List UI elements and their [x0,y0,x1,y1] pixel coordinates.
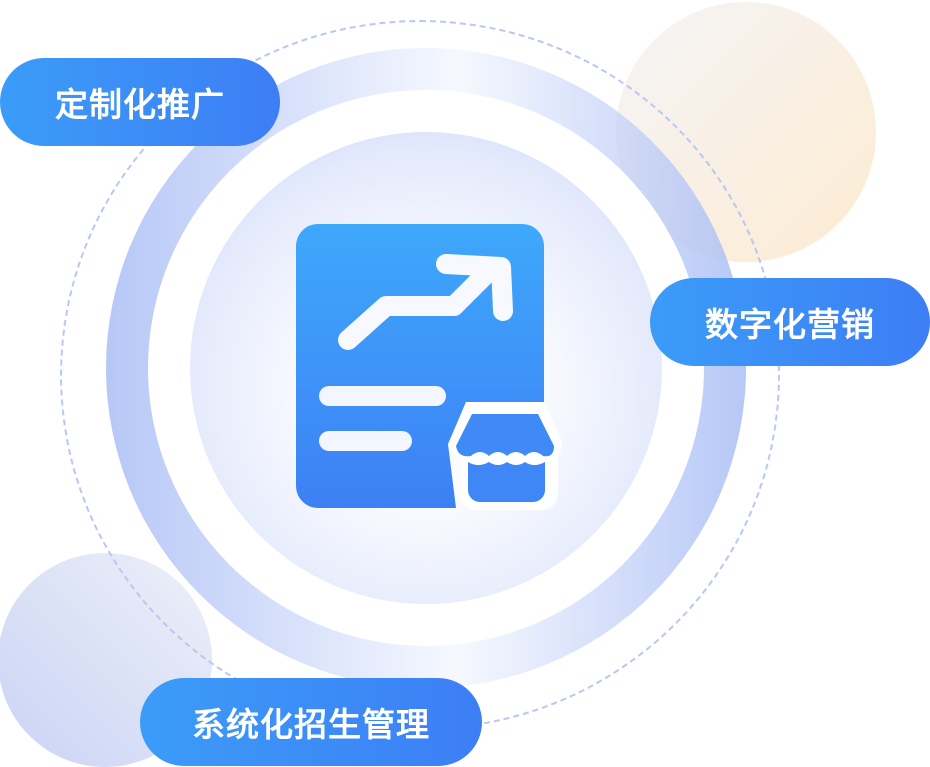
growth-chart-store-icon [296,224,562,510]
systematic-enrollment-pill: 系统化招生管理 [140,678,482,766]
digital-marketing-pill: 数字化营销 [650,278,930,366]
custom-promotion-pill: 定制化推广 [0,58,280,146]
